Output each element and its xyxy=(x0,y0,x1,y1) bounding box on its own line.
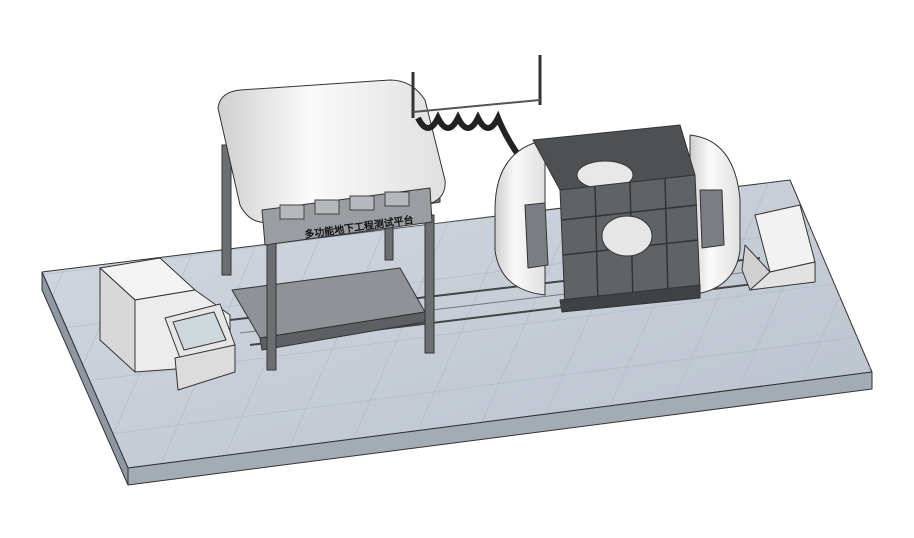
chamber-base xyxy=(559,284,701,313)
canopy-roof xyxy=(217,79,446,223)
monitor-console xyxy=(164,303,236,391)
floor-side-front xyxy=(127,371,873,486)
frame-leg xyxy=(266,229,277,371)
chamber-window xyxy=(601,215,653,257)
frame-leg xyxy=(221,144,232,276)
canopy-frame: 多功能地下工程测试平台 xyxy=(217,79,446,371)
tunnel-test-chamber xyxy=(494,124,741,313)
reaction-block xyxy=(741,204,816,291)
frame-leg xyxy=(424,214,435,354)
monitor-screen xyxy=(172,311,227,351)
hydraulic-hose xyxy=(411,55,542,170)
